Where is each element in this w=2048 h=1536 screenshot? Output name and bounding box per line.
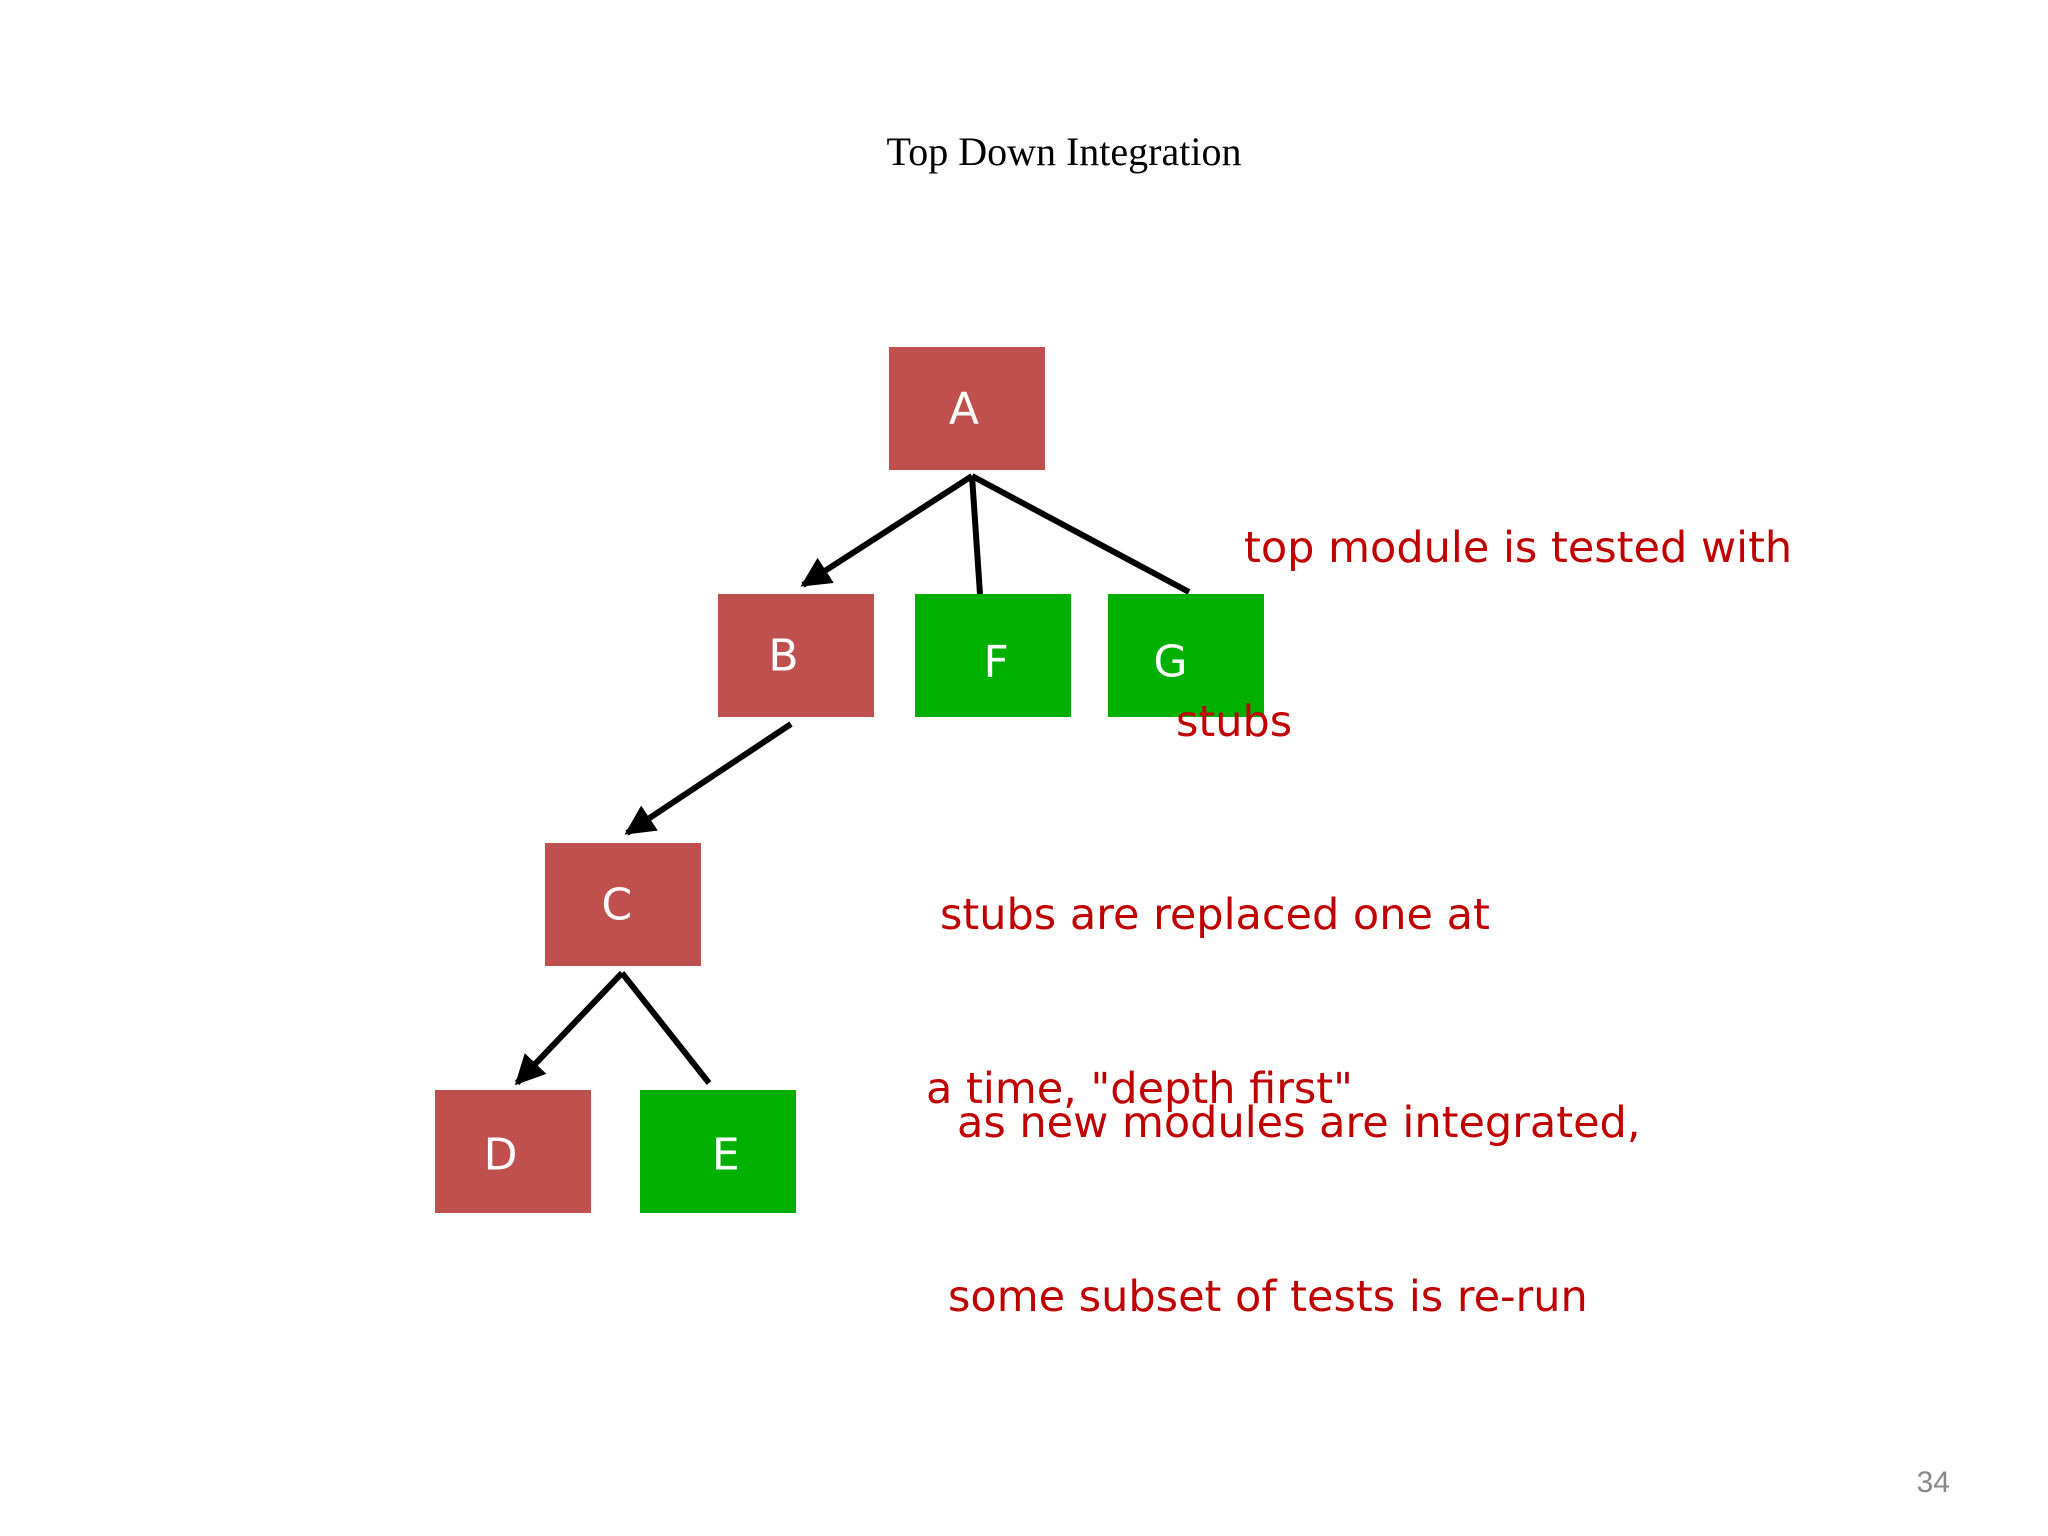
note-new-modules-line2: some subset of tests is re-run — [948, 1272, 1588, 1322]
module-d: D — [435, 1090, 591, 1213]
module-f: F — [915, 594, 1071, 717]
module-b: B — [718, 594, 874, 717]
module-a: A — [889, 347, 1045, 470]
note-top-module: top module is tested with stubs — [1176, 403, 1792, 867]
slide-title: Top Down Integration — [886, 129, 1242, 174]
note-stubs-replaced-line2: a time, "depth first" — [926, 1064, 1353, 1114]
edge-c-e — [619, 971, 712, 1085]
module-c-label: C — [601, 879, 633, 930]
note-new-modules: as new modules are integrated, some subs… — [948, 978, 1641, 1442]
module-c: C — [545, 843, 701, 966]
note-top-module-line1: top module is tested with — [1244, 523, 1793, 573]
edge-b-c — [624, 721, 793, 836]
note-new-modules-line1: as new modules are integrated, — [957, 1098, 1641, 1148]
edge-a-f — [969, 475, 983, 595]
note-stubs-replaced-line1: stubs are replaced one at — [940, 890, 1490, 940]
edge-a-g — [970, 473, 1191, 595]
module-b-label: B — [768, 630, 799, 681]
module-f-label: F — [983, 636, 1009, 688]
edge-a-b — [800, 473, 974, 588]
module-g: G — [1108, 594, 1264, 717]
module-e-label: E — [711, 1129, 740, 1181]
module-d-label: D — [483, 1129, 518, 1181]
module-a-label: A — [948, 383, 979, 434]
module-g-label: G — [1153, 636, 1188, 688]
page-number: 34 — [1916, 1466, 1950, 1499]
note-stubs-replaced: stubs are replaced one at a time, "depth… — [926, 770, 1490, 1234]
note-top-module-line2: stubs — [1176, 697, 1293, 747]
module-e: E — [640, 1090, 796, 1213]
edge-c-d — [514, 970, 625, 1086]
